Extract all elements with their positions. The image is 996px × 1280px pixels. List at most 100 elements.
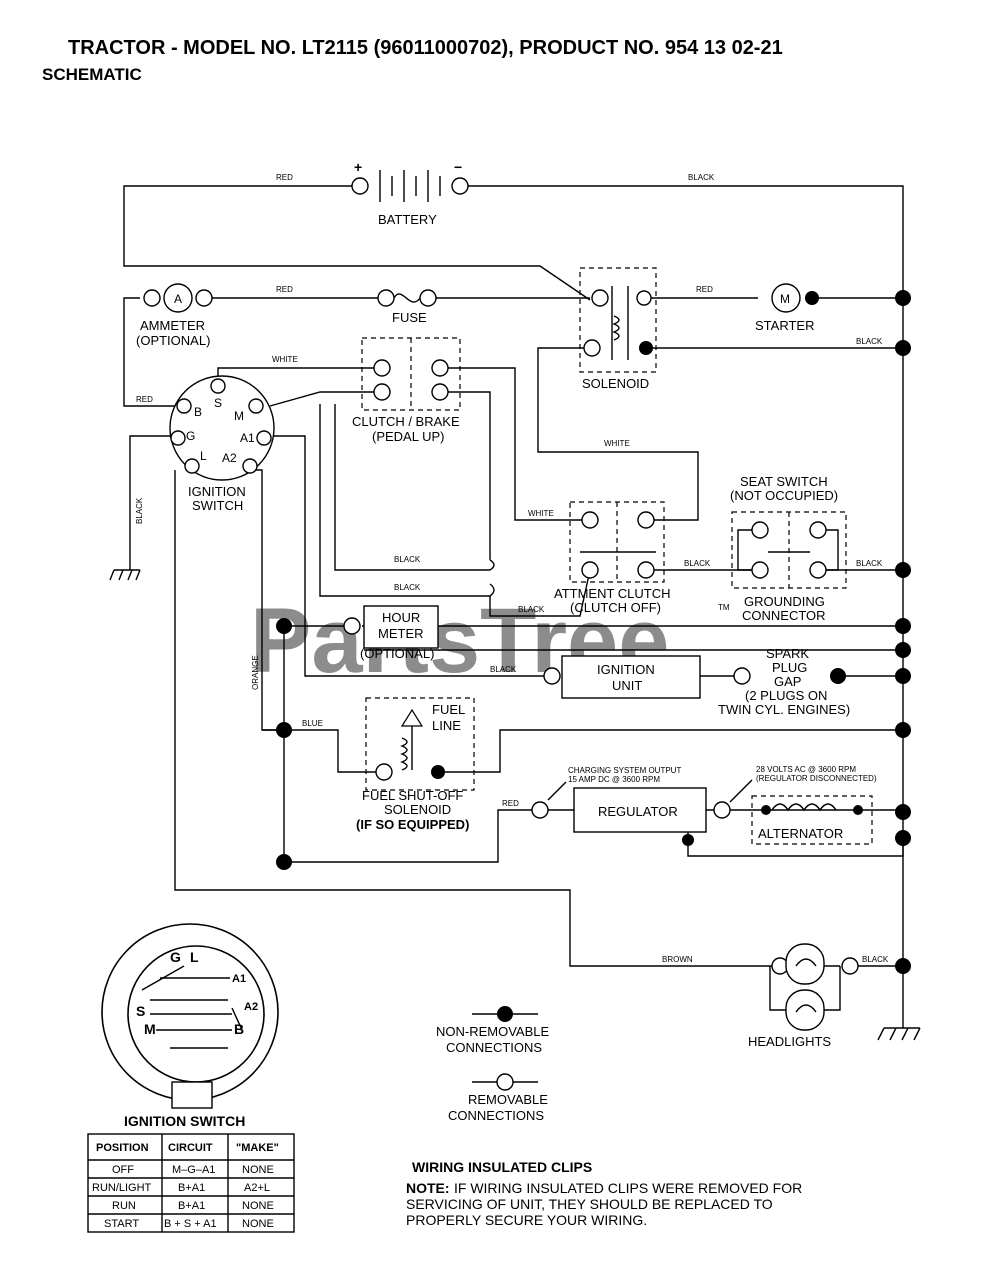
wire-label-blue: BLUE bbox=[302, 719, 323, 728]
table-header-position: POSITION bbox=[96, 1142, 149, 1154]
legend: NON-REMOVABLE CONNECTIONS REMOVABLE CONN… bbox=[436, 1006, 549, 1123]
wire-label-black-solenoid: BLACK bbox=[856, 337, 883, 346]
watermark-tm: TM bbox=[718, 603, 730, 612]
pin-b: B bbox=[194, 405, 202, 419]
grounding-label: GROUNDING bbox=[744, 594, 825, 609]
starter-symbol: M bbox=[780, 292, 790, 306]
clutch-brake-switch: CLUTCH / BRAKE (PEDAL UP) bbox=[352, 337, 461, 444]
ignition-switch: B S M G A1 L A2 IGNITION SWITCH bbox=[169, 375, 275, 513]
spark-plug-label-4: (2 PLUGS ON bbox=[745, 688, 827, 703]
pin-g: G bbox=[186, 429, 195, 443]
wire-label-red-starter: RED bbox=[696, 285, 713, 294]
fuel-solenoid-label-3: (IF SO EQUIPPED) bbox=[356, 817, 469, 832]
notes-line-1: IF WIRING INSULATED CLIPS WERE REMOVED F… bbox=[454, 1180, 802, 1196]
page-subtitle: SCHEMATIC bbox=[42, 65, 142, 84]
hour-meter: HOUR METER (OPTIONAL) bbox=[343, 605, 439, 661]
face-label-l: L bbox=[190, 949, 199, 965]
wire-label-white-3: WHITE bbox=[528, 509, 554, 518]
headlights: HEADLIGHTS bbox=[748, 943, 859, 1049]
wire-label-black-head: BLACK bbox=[862, 955, 889, 964]
headlights-label: HEADLIGHTS bbox=[748, 1034, 831, 1049]
regulator: REGULATOR CHARGING SYSTEM OUTPUT 15 AMP … bbox=[531, 766, 707, 833]
seat-switch-label: SEAT SWITCH bbox=[740, 474, 828, 489]
attment-clutch-label: ATTMENT CLUTCH bbox=[554, 586, 671, 601]
alternator-label: ALTERNATOR bbox=[758, 826, 843, 841]
wires bbox=[109, 185, 921, 1041]
table-cell: B+A1 bbox=[178, 1200, 205, 1212]
hour-meter-label: HOUR bbox=[382, 610, 420, 625]
table-cell: NONE bbox=[242, 1218, 274, 1230]
battery-plus: + bbox=[354, 159, 362, 175]
starter: M STARTER bbox=[755, 283, 819, 333]
charging-output-1: CHARGING SYSTEM OUTPUT bbox=[568, 766, 681, 775]
wire-label-red-top: RED bbox=[276, 173, 293, 182]
legend-removable-1: REMOVABLE bbox=[468, 1092, 548, 1107]
wire-label-white-1: WHITE bbox=[272, 355, 298, 364]
ammeter-label: AMMETER bbox=[140, 318, 205, 333]
notes: WIRING INSULATED CLIPS NOTE: IF WIRING I… bbox=[406, 1159, 802, 1228]
spark-plug: SPARK PLUG GAP (2 PLUGS ON TWIN CYL. ENG… bbox=[718, 646, 850, 717]
clutch-brake-label: CLUTCH / BRAKE bbox=[352, 414, 460, 429]
attachment-clutch-switch: ATTMENT CLUTCH (CLUTCH OFF) bbox=[554, 501, 671, 615]
solenoid-label: SOLENOID bbox=[582, 376, 649, 391]
notes-label: NOTE: bbox=[406, 1180, 450, 1196]
alternator: ALTERNATOR 28 VOLTS AC @ 3600 RPM (REGUL… bbox=[713, 765, 877, 845]
legend-nonremovable-1: NON-REMOVABLE bbox=[436, 1024, 549, 1039]
table-header-make: "MAKE" bbox=[236, 1142, 279, 1154]
battery: + − BATTERY bbox=[351, 159, 469, 227]
hour-meter-label-2: METER bbox=[378, 626, 424, 641]
battery-minus: − bbox=[454, 159, 462, 175]
table-cell: NONE bbox=[242, 1164, 274, 1176]
notes-line-2: SERVICING OF UNIT, THEY SHOULD BE REPLAC… bbox=[406, 1196, 773, 1212]
ammeter-optional: (OPTIONAL) bbox=[136, 333, 210, 348]
notes-line-3: PROPERLY SECURE YOUR WIRING. bbox=[406, 1212, 647, 1228]
fuel-line-label: FUEL bbox=[432, 702, 465, 717]
seat-switch: SEAT SWITCH (NOT OCCUPIED) GROUNDING CON… bbox=[730, 474, 847, 623]
ignition-unit: IGNITION UNIT bbox=[543, 655, 701, 699]
ignition-switch-face: G L A1 A2 S M B bbox=[101, 923, 279, 1109]
clutch-brake-sub: (PEDAL UP) bbox=[372, 429, 444, 444]
junction-dots bbox=[276, 290, 911, 974]
ammeter-symbol: A bbox=[174, 292, 182, 306]
fuel-solenoid-label-2: SOLENOID bbox=[384, 802, 451, 817]
table-cell: RUN bbox=[112, 1200, 136, 1212]
ac-output-2: (REGULATOR DISCONNECTED) bbox=[756, 774, 877, 783]
spark-plug-label-1: SPARK bbox=[766, 646, 809, 661]
fuel-shutoff-solenoid: FUEL LINE FUEL SHUT-OFF SOLENOID (IF SO … bbox=[356, 697, 475, 832]
table-cell: START bbox=[104, 1218, 139, 1230]
table-cell: A2+L bbox=[244, 1182, 270, 1194]
table-cell: M–G–A1 bbox=[172, 1164, 215, 1176]
face-label-b: B bbox=[234, 1021, 244, 1037]
notes-title: WIRING INSULATED CLIPS bbox=[412, 1159, 592, 1175]
ignition-switch-label-2: SWITCH bbox=[192, 498, 243, 513]
wire-label-black-4: BLACK bbox=[684, 559, 711, 568]
wire-label-brown: BROWN bbox=[662, 955, 693, 964]
solenoid: SOLENOID bbox=[579, 267, 657, 391]
pin-s: S bbox=[214, 396, 222, 410]
ignition-table-title: IGNITION SWITCH bbox=[124, 1113, 245, 1129]
face-label-s: S bbox=[136, 1003, 145, 1019]
regulator-label: REGULATOR bbox=[598, 804, 678, 819]
wire-label-black-1: BLACK bbox=[394, 555, 421, 564]
face-label-g: G bbox=[170, 949, 181, 965]
ammeter: A AMMETER (OPTIONAL) bbox=[136, 283, 213, 348]
wire-label-black-5: BLACK bbox=[490, 665, 517, 674]
ignition-table: IGNITION SWITCH POSITION CIRCUIT "MAKE" … bbox=[87, 1113, 295, 1233]
wire-label-white-2: WHITE bbox=[604, 439, 630, 448]
ac-output-1: 28 VOLTS AC @ 3600 RPM bbox=[756, 765, 856, 774]
charging-output-2: 15 AMP DC @ 3600 RPM bbox=[568, 775, 660, 784]
wire-label-black-ground: BLACK bbox=[135, 497, 144, 524]
pin-l: L bbox=[200, 449, 207, 463]
legend-removable-2: CONNECTIONS bbox=[448, 1108, 544, 1123]
table-cell: RUN/LIGHT bbox=[92, 1182, 152, 1194]
table-cell: OFF bbox=[112, 1164, 134, 1176]
table-cell: B+A1 bbox=[178, 1182, 205, 1194]
pin-m: M bbox=[234, 409, 244, 423]
face-label-a1: A1 bbox=[232, 973, 246, 985]
starter-label: STARTER bbox=[755, 318, 814, 333]
wire-label-red-reg: RED bbox=[502, 799, 519, 808]
wire-label-black-seat: BLACK bbox=[856, 559, 883, 568]
table-cell: B + S + A1 bbox=[164, 1218, 217, 1230]
ignition-switch-label: IGNITION bbox=[188, 484, 246, 499]
